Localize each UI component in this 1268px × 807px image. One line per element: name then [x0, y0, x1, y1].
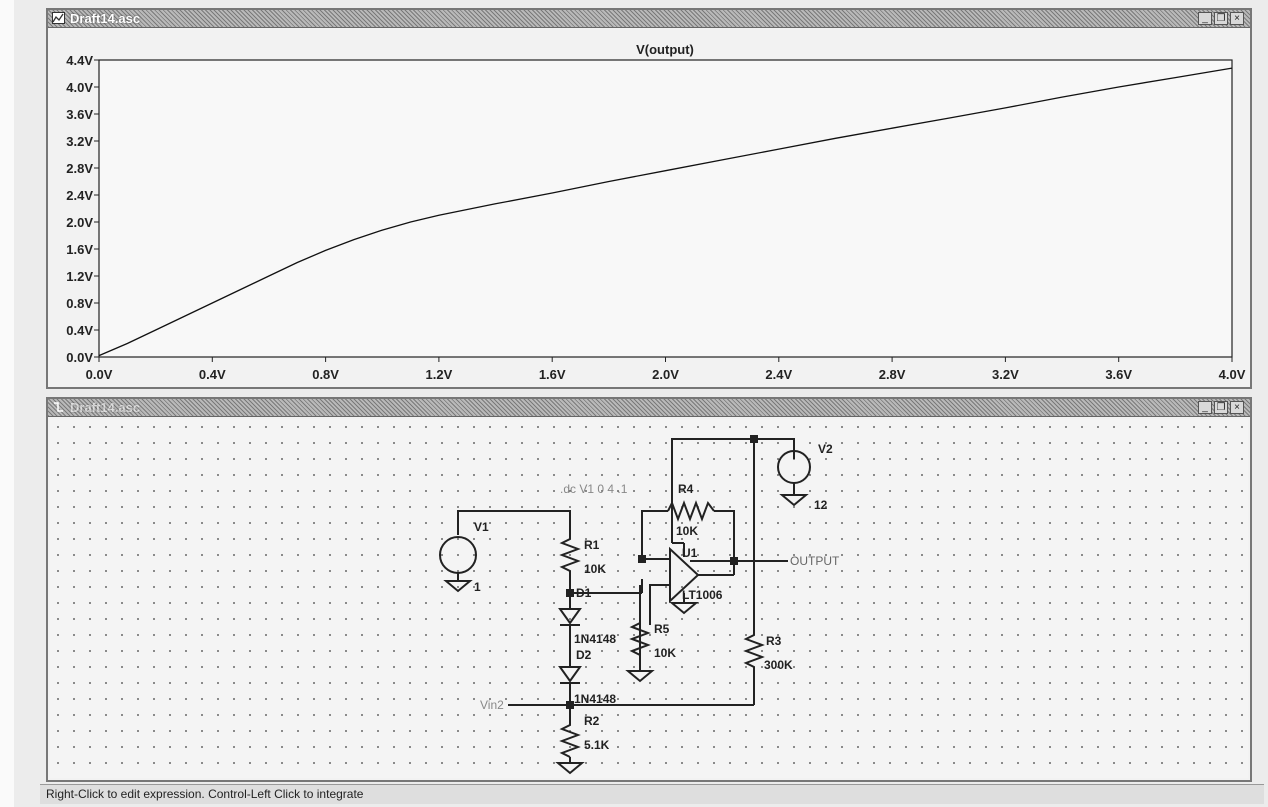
x-tick-label: 3.6V [1105, 367, 1132, 382]
plot-window-title: Draft14.asc [70, 11, 141, 26]
schematic-window: Draft14.asc _ ❐ × [46, 397, 1252, 782]
status-bar: Right-Click to edit expression. Control-… [40, 784, 1264, 804]
label-r4-value: 10K [676, 524, 698, 538]
x-axis: 0.0V 0.4V 0.8V 1.2V 1.6V 2.0V 2.4V 2.8V 3.2V 3.6V… [86, 357, 1246, 382]
series-layer [98, 67, 1233, 357]
label-d1-value: 1N4148 [574, 632, 616, 646]
label-u1-value: LT1006 [682, 588, 723, 602]
label-v1-value: 1 [474, 580, 481, 594]
label-v2-value: 12 [814, 498, 828, 512]
label-r3: R3 [766, 634, 782, 648]
y-tick-label: 2.0V [66, 215, 93, 230]
y-tick-label: 0.4V [66, 323, 93, 338]
status-text: Right-Click to edit expression. Control-… [46, 787, 364, 801]
label-u1: U1 [682, 546, 698, 560]
schematic-close-button[interactable]: × [1230, 401, 1244, 414]
plot-window-titlebar[interactable]: Draft14.asc _ ❐ × [48, 10, 1250, 28]
x-tick-label: 2.8V [879, 367, 906, 382]
resistor-r5[interactable] [629, 619, 651, 659]
label-r3-value: 300K [764, 658, 793, 672]
y-tick-label: 4.0V [66, 80, 93, 95]
label-r1-value: 10K [584, 562, 606, 576]
waveform-chart[interactable]: V(output) 0.0V 0.4V 0.8V 1.2V 1.6V 2.0V 2.4V 2.… [50, 30, 1248, 385]
label-v2: V2 [818, 442, 833, 456]
y-tick-label: 4.4V [66, 53, 93, 68]
plot-minimize-button[interactable]: _ [1198, 12, 1212, 25]
x-tick-label: 0.0V [86, 367, 113, 382]
label-r5-value: 10K [654, 646, 676, 660]
labels: .dc V1 0 4 .1 V1 1 V2 12 R1 10K D1 1N414… [474, 442, 840, 752]
series-line-v-output[interactable] [98, 67, 1233, 357]
wires[interactable] [457, 438, 795, 763]
dc-directive[interactable]: .dc V1 0 4 .1 [560, 482, 628, 496]
label-d2-value: 1N4148 [574, 692, 616, 706]
plot-window: Draft14.asc _ ❐ × V(output) 0.0V 0.4V 0.8V… [46, 8, 1252, 389]
net-label-output[interactable]: OUTPUT [790, 554, 840, 568]
resistor-r1[interactable] [559, 535, 581, 575]
schematic-pane[interactable]: .dc V1 0 4 .1 V1 1 V2 12 R1 10K D1 1N414… [50, 419, 1248, 778]
y-tick-label: 3.6V [66, 107, 93, 122]
y-axis: 0.0V 0.4V 0.8V 1.2V 1.6V 2.0V 2.4V 2.8V 3.2V 3.6V… [66, 53, 99, 365]
y-tick-label: 0.0V [66, 350, 93, 365]
x-tick-label: 2.0V [652, 367, 679, 382]
schematic-minimize-button[interactable]: _ [1198, 401, 1212, 414]
y-tick-label: 0.8V [66, 296, 93, 311]
diode-d1[interactable] [558, 608, 582, 631]
ground-r2 [555, 762, 585, 775]
x-tick-label: 0.4V [199, 367, 226, 382]
page-margin [0, 0, 14, 807]
schematic-icon [54, 402, 63, 412]
label-v1: V1 [474, 520, 489, 534]
label-d1: D1 [576, 586, 592, 600]
chart-title[interactable]: V(output) [636, 42, 694, 57]
x-tick-label: 4.0V [1219, 367, 1246, 382]
plot-pane[interactable]: V(output) 0.0V 0.4V 0.8V 1.2V 1.6V 2.0V 2.4V 2.… [50, 30, 1248, 385]
resistor-r3[interactable] [743, 631, 765, 671]
waveform-icon [52, 12, 65, 24]
x-tick-label: 1.6V [539, 367, 566, 382]
schematic-window-title: Draft14.asc [70, 400, 141, 415]
label-r4: R4 [678, 482, 694, 496]
label-r2: R2 [584, 714, 600, 728]
ground-r5 [625, 670, 655, 683]
label-d2: D2 [576, 648, 592, 662]
plot-close-button[interactable]: × [1230, 12, 1244, 25]
y-tick-label: 2.4V [66, 188, 93, 203]
x-tick-label: 2.4V [765, 367, 792, 382]
y-tick-label: 1.2V [66, 269, 93, 284]
resistor-r4[interactable] [667, 500, 715, 522]
resistor-r2[interactable] [559, 723, 581, 758]
plot-restore-button[interactable]: ❐ [1214, 12, 1228, 25]
opamp-u1[interactable] [642, 469, 735, 615]
net-label-vin2[interactable]: Vin2 [480, 698, 504, 712]
voltage-source-v2[interactable] [777, 450, 811, 507]
y-tick-label: 1.6V [66, 242, 93, 257]
label-r1: R1 [584, 538, 600, 552]
plot-area[interactable] [98, 59, 1233, 358]
y-tick-label: 3.2V [66, 134, 93, 149]
y-tick-label: 2.8V [66, 161, 93, 176]
diode-d2[interactable] [558, 666, 582, 689]
x-tick-label: 1.2V [426, 367, 453, 382]
voltage-source-v1[interactable] [439, 536, 477, 593]
label-r2-value: 5.1K [584, 738, 610, 752]
schematic-window-titlebar[interactable]: Draft14.asc _ ❐ × [48, 399, 1250, 417]
x-tick-label: 0.8V [312, 367, 339, 382]
label-r5: R5 [654, 622, 670, 636]
x-tick-label: 3.2V [992, 367, 1019, 382]
schematic-drawing[interactable]: .dc V1 0 4 .1 V1 1 V2 12 R1 10K D1 1N414… [50, 419, 1248, 778]
schematic-restore-button[interactable]: ❐ [1214, 401, 1228, 414]
